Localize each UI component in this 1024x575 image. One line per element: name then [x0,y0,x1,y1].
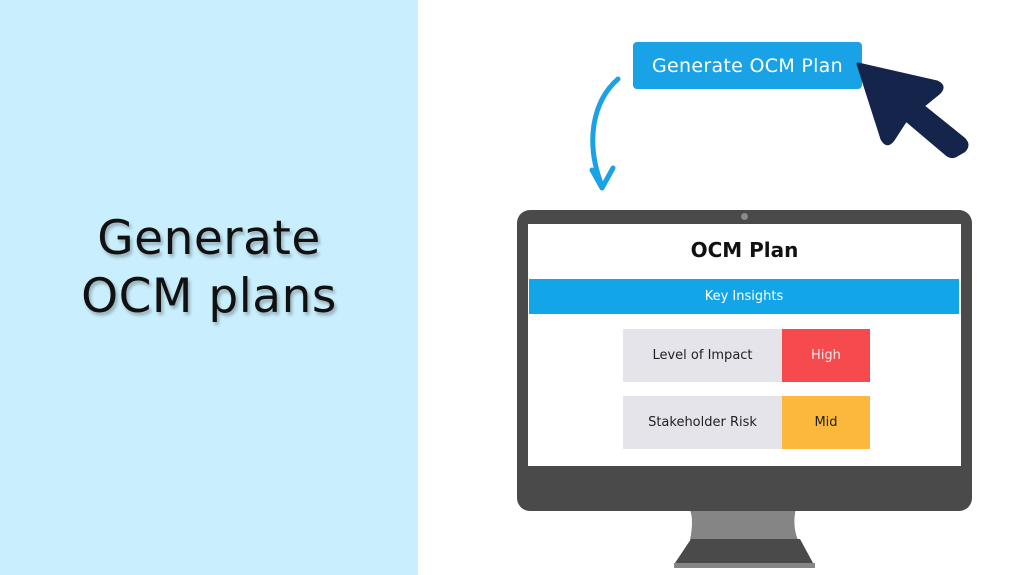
camera-dot [741,213,748,220]
curved-arrow-icon [589,76,621,191]
insight-row-impact: Level of Impact High [623,329,870,382]
key-insights-bar: Key Insights [529,279,959,314]
headline: Generate OCM plans [0,210,418,326]
generate-ocm-plan-button[interactable]: Generate OCM Plan [633,42,862,89]
insight-row-risk: Stakeholder Risk Mid [623,396,870,449]
monitor-screen: OCM Plan Key Insights Level of Impact Hi… [528,224,961,466]
insight-label: Level of Impact [623,329,782,382]
risk-badge: Mid [782,396,870,449]
insight-label: Stakeholder Risk [623,396,782,449]
screen-title: OCM Plan [690,238,799,262]
left-panel [0,0,418,575]
impact-badge: High [782,329,870,382]
headline-line-2: OCM plans [81,269,337,324]
cursor-arrow-icon [856,62,969,159]
headline-line-1: Generate [97,211,321,266]
